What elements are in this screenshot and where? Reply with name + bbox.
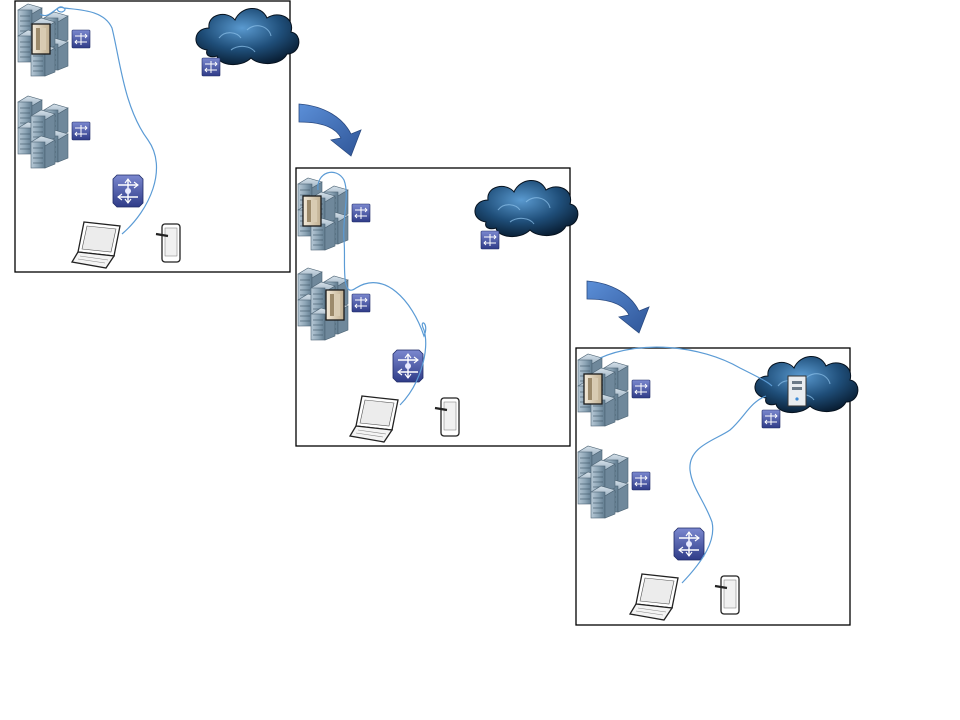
cloud-switch-icon — [480, 230, 500, 250]
cloud-server-icon — [787, 375, 807, 407]
network-cable-vm-to-cloud — [599, 346, 773, 387]
virtual-machine-moved-icon — [325, 289, 345, 321]
network-cable-laptop-to-cloud — [681, 395, 767, 584]
panel-1 — [14, 0, 300, 273]
panel-2 — [295, 167, 579, 447]
transition-arrow-2-icon — [586, 280, 650, 334]
cloud-switch-icon — [201, 57, 221, 77]
core-switch-icon — [112, 174, 144, 208]
core-switch-icon — [673, 527, 705, 561]
network-cable — [317, 171, 427, 406]
virtual-machine-icon — [583, 373, 603, 405]
panel-3 — [575, 346, 859, 626]
virtual-machine-icon — [31, 23, 51, 55]
virtual-machine-icon — [302, 195, 322, 227]
network-cable — [39, 6, 158, 235]
cloud-switch-icon — [761, 409, 781, 429]
transition-arrow-1-icon — [298, 103, 362, 157]
